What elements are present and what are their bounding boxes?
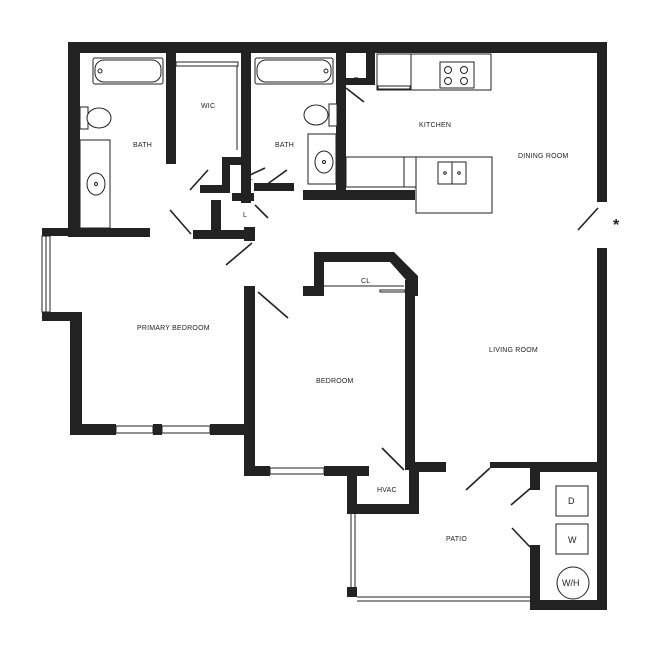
range xyxy=(439,61,475,89)
label-closet: CL xyxy=(361,278,370,285)
door-swings xyxy=(169,87,599,548)
entry-marker: * xyxy=(613,217,620,234)
label-linen-bottom: L xyxy=(243,212,247,219)
dryer-box xyxy=(555,485,589,517)
label-water-heater: W/H xyxy=(562,578,580,588)
label-pantry: P xyxy=(354,77,359,84)
label-bedroom: BEDROOM xyxy=(316,378,354,385)
label-bath-right: BATH xyxy=(275,142,294,149)
label-hvac: HVAC xyxy=(377,487,397,494)
label-bath-left: BATH xyxy=(133,142,152,149)
room-labels: BATH WIC BATH P KITCHEN DINING ROOM L L … xyxy=(133,77,620,588)
refrigerator xyxy=(376,53,412,91)
label-washer: W xyxy=(568,535,577,545)
walls xyxy=(42,42,607,610)
label-primary-bedroom: PRIMARY BEDROOM xyxy=(137,325,210,332)
label-wic: WIC xyxy=(201,103,215,110)
windows xyxy=(41,235,530,602)
label-patio: PATIO xyxy=(446,536,467,543)
fixtures xyxy=(79,53,590,600)
label-living-room: LIVING ROOM xyxy=(489,347,538,354)
toilet-right xyxy=(328,103,338,127)
washer-box xyxy=(555,523,589,555)
label-dining-room: DINING ROOM xyxy=(518,153,568,160)
label-dryer: D xyxy=(568,496,575,506)
label-kitchen: KITCHEN xyxy=(419,122,451,129)
water-heater-circle xyxy=(556,566,590,600)
label-linen-top: L xyxy=(249,175,253,182)
